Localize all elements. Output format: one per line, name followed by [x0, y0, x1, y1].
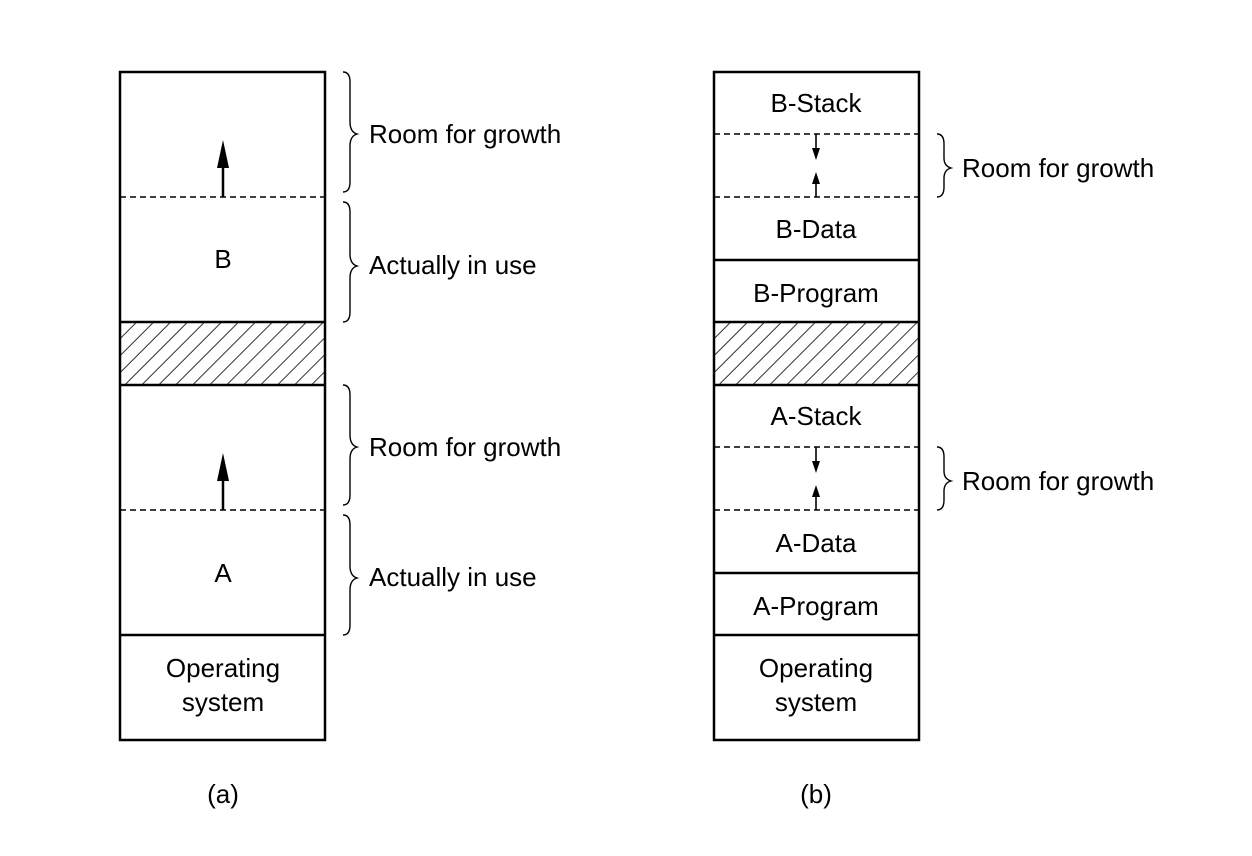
room-for-growth-label: Room for growth [962, 466, 1154, 496]
brace-icon [342, 201, 360, 323]
up-arrow-icon [217, 140, 229, 197]
a-stack-label: A-Stack [770, 401, 862, 431]
b-program-label: B-Program [753, 278, 879, 308]
down-arrow-icon [812, 447, 820, 473]
brace-icon [342, 514, 360, 636]
b-data-label: B-Data [776, 214, 857, 244]
room-for-growth-label: Room for growth [962, 153, 1154, 183]
hatched-gap [714, 322, 919, 385]
actually-in-use-label: Actually in use [369, 562, 537, 592]
diagram-b-outline [712, 70, 921, 742]
segment-b-label: B [214, 244, 231, 274]
up-arrow-icon [812, 172, 820, 197]
brace-icon [936, 446, 954, 511]
os-label-line1: Operating [759, 653, 873, 683]
os-label-line2: system [775, 687, 857, 717]
actually-in-use-label: Actually in use [369, 250, 537, 280]
room-for-growth-label: Room for growth [369, 432, 561, 462]
diagram-a: B A Operating system Room for growth Act… [118, 70, 561, 809]
os-label-line1: Operating [166, 653, 280, 683]
brace-icon [342, 71, 360, 193]
diagram-a-outline [118, 70, 327, 742]
segment-a-label: A [214, 558, 232, 588]
brace-icon [342, 384, 360, 506]
caption-a: (a) [207, 779, 239, 809]
hatched-gap [120, 322, 325, 385]
up-arrow-icon [812, 485, 820, 510]
room-for-growth-label: Room for growth [369, 119, 561, 149]
brace-icon [936, 133, 954, 198]
a-program-label: A-Program [753, 591, 879, 621]
caption-b: (b) [800, 779, 832, 809]
b-stack-label: B-Stack [770, 88, 862, 118]
diagram-b: B-Stack B-Data B-Program A-Stack A-Data … [712, 70, 1154, 809]
a-data-label: A-Data [776, 528, 857, 558]
down-arrow-icon [812, 134, 820, 160]
up-arrow-icon [217, 453, 229, 510]
os-label-line2: system [182, 687, 264, 717]
